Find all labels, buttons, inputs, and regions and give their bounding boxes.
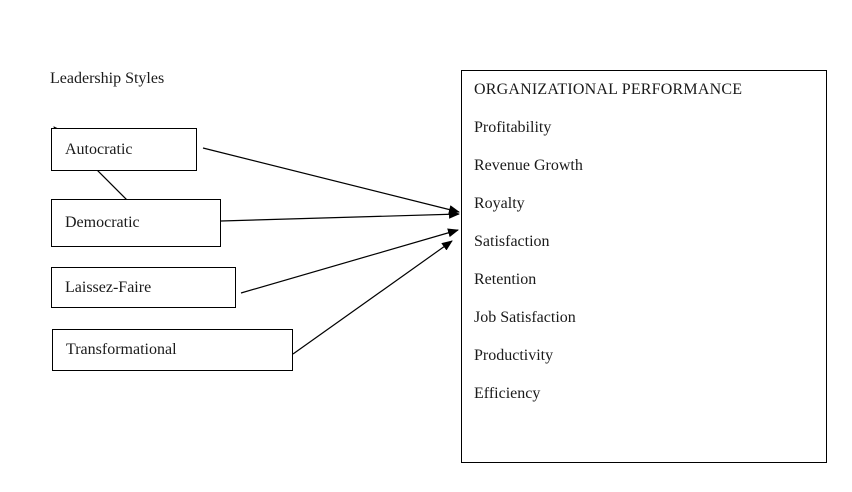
- arrow-autocratic-to-performance: [202, 147, 460, 214]
- diagram-heading: Leadership Styles: [50, 70, 165, 87]
- performance-item: Retention: [474, 271, 537, 288]
- performance-item: Royalty: [474, 195, 525, 212]
- style-box-label: Democratic: [65, 214, 140, 231]
- style-box-autocratic: Autocratic: [51, 128, 197, 171]
- performance-box: ORGANIZATIONAL PERFORMANCE Profitability…: [461, 70, 827, 463]
- style-box-democratic: Democratic: [51, 199, 221, 247]
- style-box-label: Transformational: [66, 341, 177, 358]
- arrow-laissez-faire-to-performance: [240, 228, 459, 294]
- style-box-label: Laissez-Faire: [65, 278, 152, 296]
- performance-item: Productivity: [474, 347, 554, 364]
- arrow-transformational-to-performance: [292, 240, 453, 355]
- style-box-laissez-faire: Laissez-Faire: [51, 267, 236, 308]
- performance-item: Profitability: [474, 119, 552, 136]
- performance-item: Satisfaction: [474, 233, 550, 250]
- performance-item: Efficiency: [474, 385, 541, 402]
- performance-box-title: ORGANIZATIONAL PERFORMANCE: [474, 81, 743, 98]
- style-box-label: Autocratic: [65, 140, 133, 158]
- arrow-democratic-to-performance: [220, 209, 460, 222]
- style-box-transformational: Transformational: [52, 329, 293, 371]
- performance-item: Revenue Growth: [474, 157, 583, 174]
- performance-item: Job Satisfaction: [474, 309, 576, 326]
